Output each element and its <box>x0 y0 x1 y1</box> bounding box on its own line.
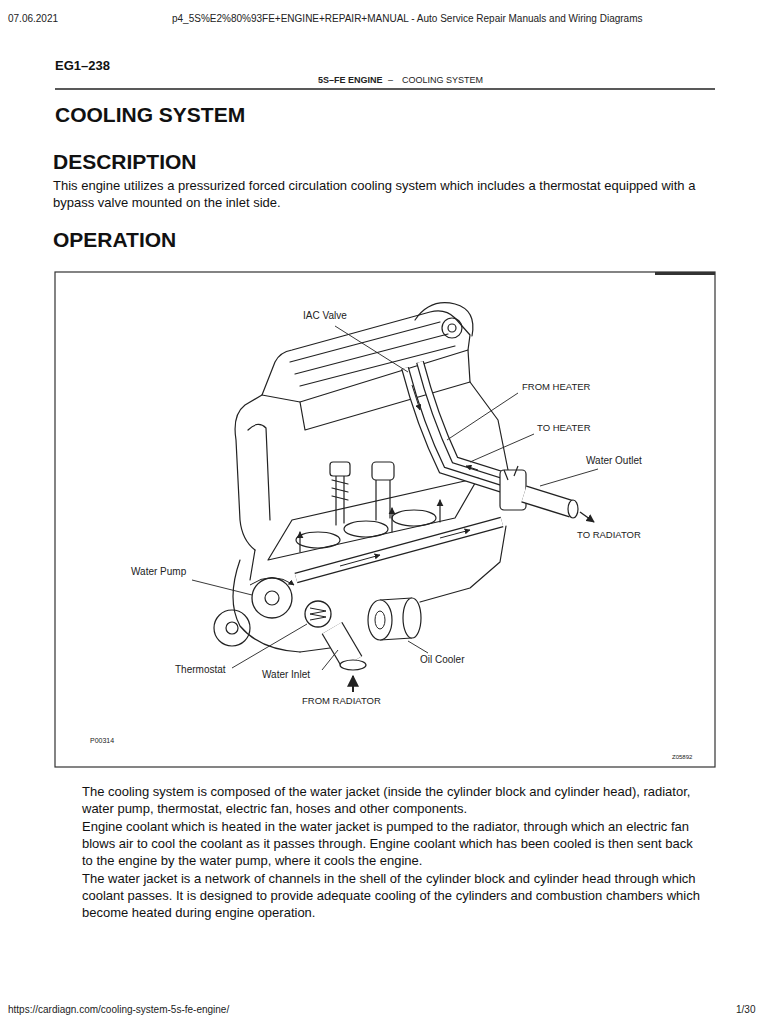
paragraph: Engine coolant which is heated in the wa… <box>82 818 707 869</box>
part-label: Water Inlet <box>262 669 310 681</box>
page-header: p4_5S%E2%80%93FE+ENGINE+REPAIR+MANUAL - … <box>172 13 642 25</box>
flow-label: TO HEATER <box>537 422 591 433</box>
heading: OPERATION <box>53 227 176 252</box>
part-label: Oil Cooler <box>420 654 464 666</box>
section-header: 5S–FE ENGINE <box>318 75 383 86</box>
part-label: Water Outlet <box>586 455 642 467</box>
part-label: Water Pump <box>131 566 186 578</box>
page-count: 1/30 <box>736 1004 755 1016</box>
heading: DESCRIPTION <box>53 149 197 174</box>
separator: – <box>388 75 393 86</box>
paragraph: This engine utilizes a pressurized force… <box>53 177 703 211</box>
flow-label: FROM HEATER <box>522 381 590 392</box>
flow-label: TO RADIATOR <box>577 529 641 540</box>
print-date: 07.06.2021 <box>8 13 58 25</box>
flow-label: FROM RADIATOR <box>302 695 381 706</box>
paragraph: The water jacket is a network of channel… <box>82 870 707 921</box>
figure-code: Z05892 <box>672 754 692 761</box>
section-header: COOLING SYSTEM <box>402 75 483 86</box>
page-url: https://cardiagn.com/cooling-system-5s-f… <box>8 1004 229 1016</box>
part-label: IAC Valve <box>303 310 347 322</box>
paragraph: The cooling system is composed of the wa… <box>82 783 707 817</box>
figure-code: P00314 <box>90 737 114 745</box>
part-label: Thermostat <box>175 664 226 676</box>
page-number: EG1–238 <box>55 58 110 74</box>
page-title: COOLING SYSTEM <box>55 102 245 127</box>
